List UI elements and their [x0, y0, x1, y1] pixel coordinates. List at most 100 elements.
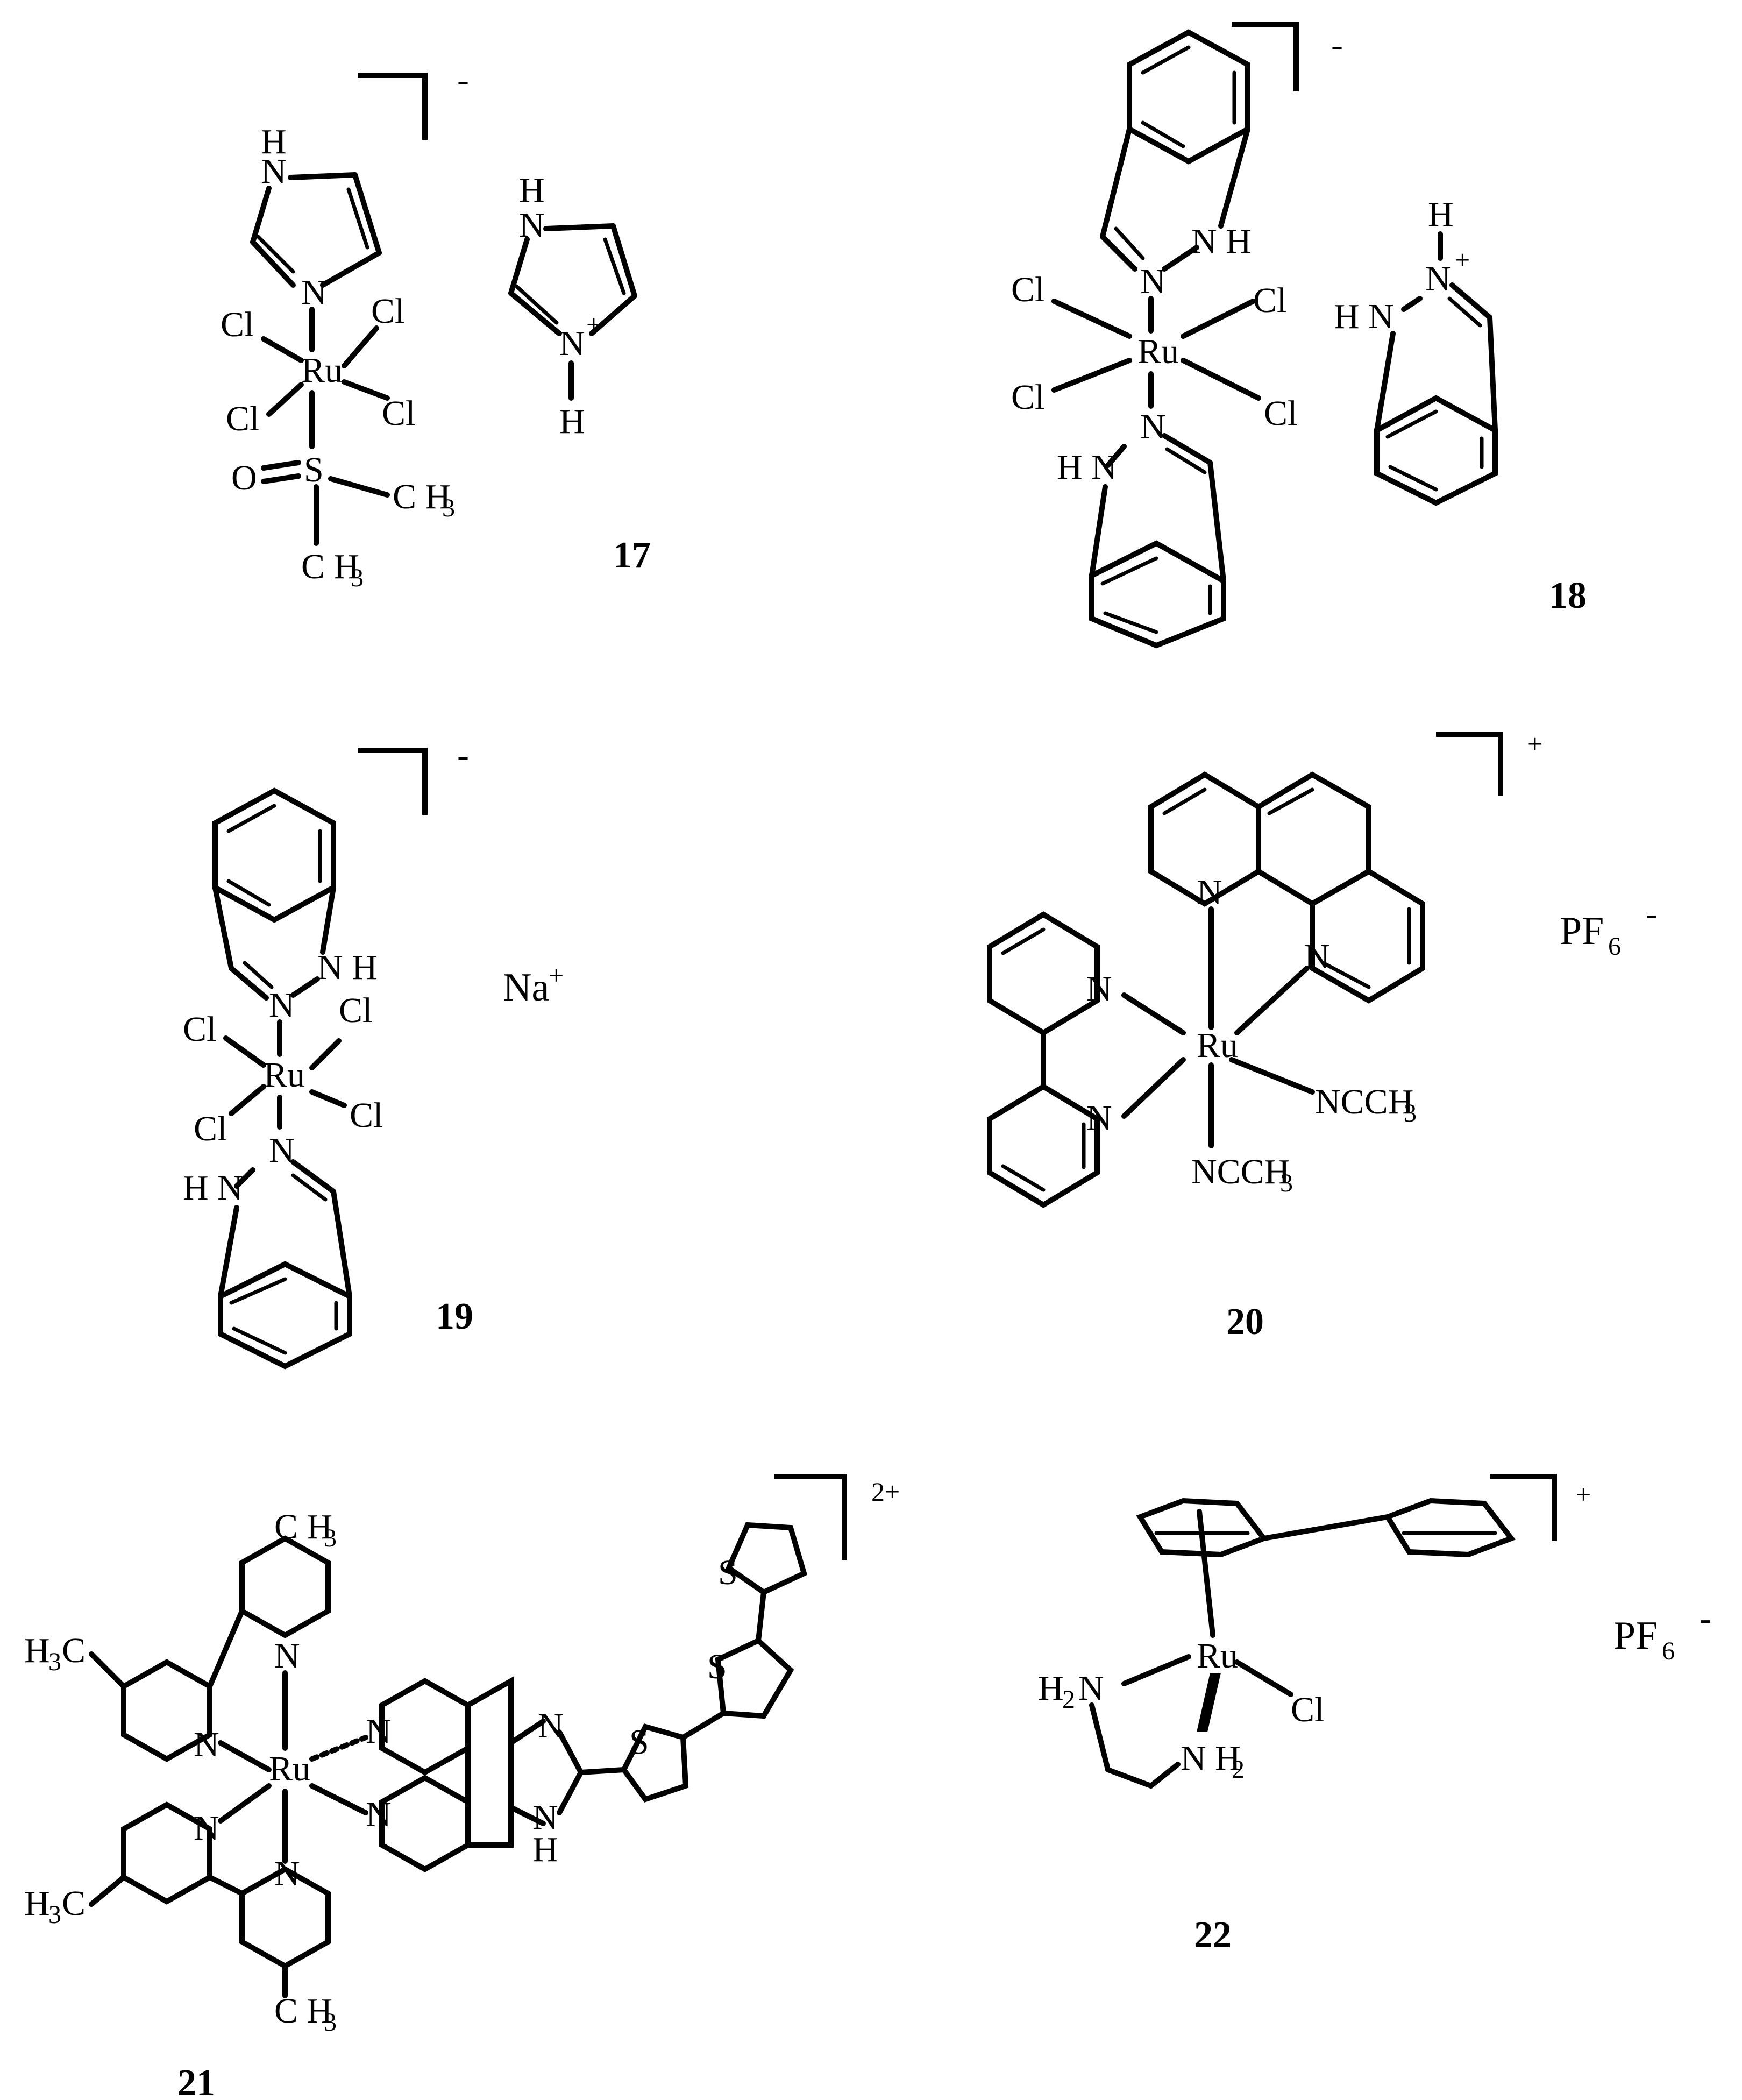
svg-text:3: 3 — [1404, 1099, 1417, 1127]
atom-n-20c: N — [1086, 969, 1112, 1009]
compound-number-18: 18 — [1549, 575, 1587, 616]
atom-cl-17a: Cl — [221, 305, 254, 344]
atom-cl-18a: Cl — [1011, 270, 1044, 309]
compound-number-20: 20 — [1226, 1301, 1264, 1343]
atom-nh-18a: N H — [1191, 222, 1252, 261]
atom-n-21b: N — [274, 1636, 300, 1676]
charge-22: + — [1576, 1479, 1591, 1509]
atom-n-17a: N — [261, 152, 287, 191]
atom-s-21c: S — [718, 1553, 738, 1592]
atom-n-21c: N — [194, 1808, 219, 1848]
compound-number-17: 17 — [613, 535, 651, 576]
svg-text:3: 3 — [1280, 1169, 1293, 1197]
charge-bracket-21 — [774, 1474, 847, 1560]
counterion-pf6-20: PF — [1560, 909, 1604, 953]
atom-n-17c: N — [519, 205, 545, 245]
svg-text:N: N — [1078, 1669, 1104, 1708]
atom-nh-19: N H — [317, 948, 378, 987]
atom-h2n-22: H — [1038, 1669, 1064, 1708]
atom-hn-19: H N — [183, 1168, 243, 1208]
atom-n-18a: N — [1140, 262, 1166, 301]
atom-cl-17c: Cl — [226, 399, 259, 438]
atom-nh2-22: N H — [1181, 1739, 1241, 1778]
svg-text:+: + — [549, 960, 564, 990]
atom-n-18c: N — [1425, 259, 1451, 299]
atom-cl-19d: Cl — [350, 1096, 383, 1135]
metal-ru-22: Ru — [1197, 1636, 1238, 1676]
compound-19: - N N H Ru Cl Cl Cl Cl N H N Na + — [183, 735, 564, 1370]
atom-n-19b: N — [269, 1131, 295, 1170]
atom-h-18a: H — [1428, 195, 1454, 234]
atom-cl-19a: Cl — [183, 1010, 216, 1049]
atom-cl-18b: Cl — [1253, 281, 1286, 320]
atom-ncch3-20a: NCCH — [1315, 1082, 1413, 1122]
counterion-na-19: Na — [503, 966, 549, 1010]
atom-h3c-21b: H — [24, 1884, 50, 1923]
svg-text:3: 3 — [48, 1900, 61, 1929]
charge-bracket-20 — [1436, 732, 1503, 796]
svg-text:6: 6 — [1662, 1637, 1675, 1665]
atom-cl-19c: Cl — [194, 1109, 227, 1148]
svg-text:6: 6 — [1608, 932, 1621, 961]
atom-n-20a: N — [1197, 872, 1222, 912]
atom-n-19a: N — [269, 985, 295, 1025]
compound-number-19: 19 — [436, 1296, 473, 1337]
counterion-pf6-22: PF — [1613, 1614, 1658, 1658]
atom-cl-22: Cl — [1291, 1690, 1324, 1729]
atom-n-18b: N — [1140, 407, 1166, 446]
atom-h-17a: H — [261, 122, 287, 161]
charge-17: - — [457, 60, 469, 100]
charge-bracket-19 — [358, 748, 428, 815]
atom-h-21: H — [532, 1830, 558, 1869]
svg-text:-: - — [1700, 1599, 1711, 1638]
svg-text:2: 2 — [1062, 1685, 1075, 1714]
charge-bracket-22 — [1490, 1474, 1557, 1541]
charge-bracket-17 — [358, 73, 428, 140]
svg-text:2: 2 — [1232, 1755, 1245, 1784]
svg-text:+: + — [1455, 245, 1470, 275]
compound-18: - N N H Ru Cl Cl Cl Cl N H N — [1011, 22, 1587, 649]
atom-ncch3-20b: NCCH — [1191, 1152, 1290, 1191]
atom-ch3-17a: C H — [393, 477, 451, 516]
metal-ru-17: Ru — [301, 351, 343, 390]
atom-n-17d: N — [559, 324, 585, 363]
atom-n-20d: N — [1086, 1098, 1112, 1138]
svg-text:3: 3 — [324, 2008, 337, 2037]
atom-n-21g: N — [538, 1706, 564, 1746]
compound-21: 2+ Ru N N H 3 C C H 3 N N H 3 C C H 3 N — [24, 1474, 900, 2100]
atom-h-17c: H — [559, 402, 585, 441]
svg-text:C: C — [62, 1884, 86, 1923]
svg-text:3: 3 — [442, 494, 455, 522]
svg-text:3: 3 — [351, 564, 364, 592]
charge-19: - — [457, 735, 469, 775]
compound-17: - H N N Ru Cl Cl Cl Cl S O C H 3 C H 3 — [221, 60, 651, 592]
atom-n-21a: N — [194, 1725, 219, 1764]
svg-text:+: + — [586, 309, 601, 339]
atom-cl-17b: Cl — [371, 292, 404, 331]
metal-ru-18: Ru — [1137, 332, 1179, 371]
atom-ch3-17b: C H — [301, 547, 359, 586]
atom-s-17: S — [304, 450, 324, 489]
charge-18: - — [1331, 25, 1343, 65]
atom-h-17b: H — [519, 171, 545, 210]
atom-hn-18b: H N — [1334, 297, 1394, 336]
svg-text:C: C — [62, 1631, 86, 1670]
atom-ch3-21a: C H — [274, 1507, 332, 1546]
atom-cl-17d: Cl — [382, 394, 415, 433]
atom-s-21a: S — [629, 1722, 649, 1762]
atom-cl-19b: Cl — [339, 991, 372, 1030]
charge-bracket-18 — [1232, 22, 1299, 91]
svg-text:3: 3 — [324, 1524, 337, 1552]
atom-h3c-21a: H — [24, 1631, 50, 1670]
metal-ru-21: Ru — [269, 1749, 310, 1789]
compound-number-22: 22 — [1194, 1914, 1232, 1956]
charge-20: + — [1527, 729, 1542, 759]
wedge-bond-22 — [1197, 1673, 1221, 1732]
atom-n-17b: N — [301, 273, 327, 312]
atom-cl-18d: Cl — [1264, 394, 1297, 433]
compound-22: + Ru Cl H 2 N N H 2 PF 6 - 22 — [1038, 1474, 1711, 1956]
atom-s-21b: S — [707, 1647, 727, 1686]
metal-ru-19: Ru — [264, 1055, 305, 1095]
